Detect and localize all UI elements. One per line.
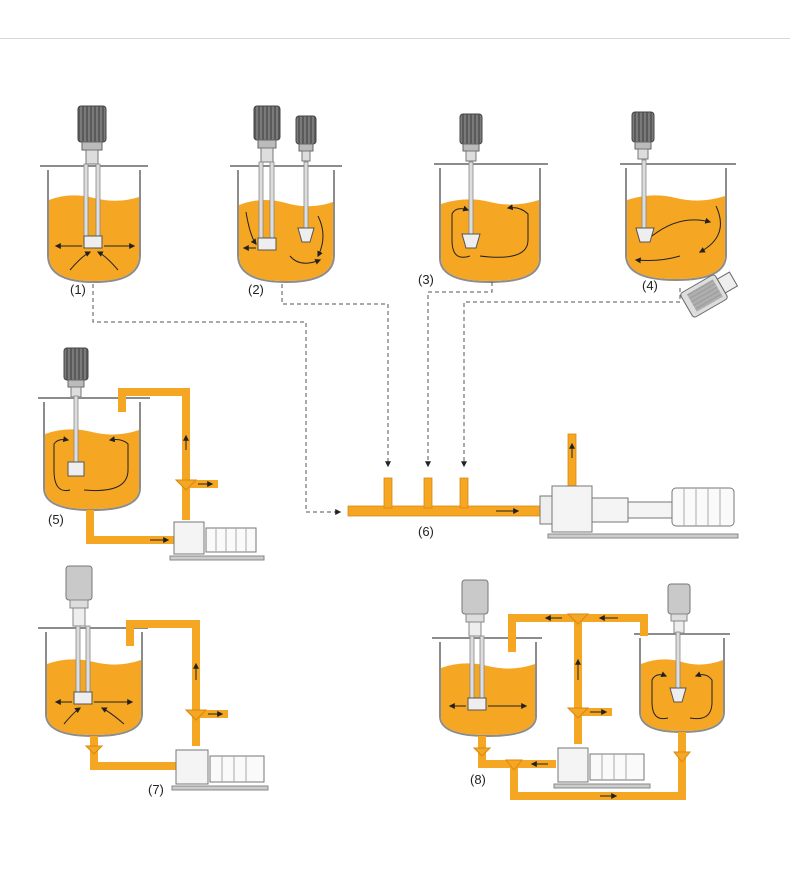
tank-3-group: (3) xyxy=(418,113,548,287)
valve-icon xyxy=(566,707,590,719)
rotor-stator-head-icon xyxy=(467,697,487,711)
mixer-shaft xyxy=(83,163,89,237)
rotor-stator-head-icon xyxy=(73,691,93,705)
motor-icon xyxy=(459,113,483,162)
fluid-fill xyxy=(441,199,539,281)
tank-4-group: (4) xyxy=(620,111,739,318)
propeller-icon xyxy=(635,227,655,243)
config-label-7: (7) xyxy=(148,782,164,797)
config-label-2: (2) xyxy=(248,282,264,297)
tank-outline xyxy=(625,168,727,282)
return-pipe xyxy=(126,620,200,746)
propeller-icon xyxy=(297,227,315,243)
inline-mixer-pump-icon xyxy=(539,485,739,539)
config-label-8: (8) xyxy=(470,772,486,787)
tank-outline xyxy=(439,642,537,738)
motor-icon xyxy=(63,347,89,398)
return-pipe xyxy=(118,388,190,520)
tank-outline xyxy=(237,170,335,284)
motor-icon xyxy=(461,579,489,637)
pump-icon xyxy=(171,749,269,791)
fluid-fill xyxy=(239,199,333,281)
transfer-lines xyxy=(92,282,681,515)
tank-2-group: (2) xyxy=(230,105,342,297)
top-divider xyxy=(0,38,790,39)
rotor-stator-head-icon xyxy=(67,461,85,477)
valve-icon xyxy=(504,759,524,771)
motor-icon xyxy=(77,105,107,165)
return-pipe xyxy=(510,732,686,800)
motor-icon xyxy=(65,565,93,627)
inlet-pipe xyxy=(383,477,393,509)
pump-icon xyxy=(553,747,651,789)
bottom-mixer-motor-icon xyxy=(680,271,739,318)
motor-icon xyxy=(295,115,317,162)
tank-outline xyxy=(47,170,141,284)
config-label-4: (4) xyxy=(642,278,658,293)
inlet-pipe xyxy=(423,477,433,509)
outlet-pipe xyxy=(90,736,176,770)
valve-icon xyxy=(672,751,692,763)
tanks-8-group: (8) xyxy=(432,579,730,800)
valve-icon xyxy=(174,479,198,491)
config-label-3: (3) xyxy=(418,272,434,287)
propeller-icon xyxy=(669,687,687,703)
valve-icon xyxy=(84,745,104,755)
fluid-fill xyxy=(627,195,725,279)
outlet-pipe xyxy=(86,510,176,544)
valve-icon xyxy=(566,613,590,625)
propeller-icon xyxy=(461,233,481,249)
motor-icon xyxy=(631,111,655,160)
config-label-6: (6) xyxy=(418,524,434,539)
rotor-stator-head-icon xyxy=(257,237,277,251)
tank-5-group: (5) xyxy=(38,347,265,561)
motor-icon xyxy=(667,583,691,634)
motor-icon xyxy=(253,105,281,163)
fluid-fill xyxy=(45,429,139,509)
tank-outline xyxy=(439,168,541,284)
valve-icon xyxy=(184,709,208,721)
config-label-1: (1) xyxy=(70,282,86,297)
rotor-stator-head-icon xyxy=(83,235,103,249)
pump-icon xyxy=(169,521,265,561)
tank-1-group: (1) xyxy=(40,105,148,297)
config-label-5: (5) xyxy=(48,512,64,527)
tank-7-group: (7) xyxy=(38,565,269,797)
fluid-fill xyxy=(47,659,141,735)
inlet-pipe xyxy=(459,477,469,509)
inline-group-6: (6) xyxy=(347,433,739,539)
outlet-pipe xyxy=(567,433,577,487)
fluid-fill xyxy=(441,663,535,735)
valve-icon xyxy=(472,747,492,757)
